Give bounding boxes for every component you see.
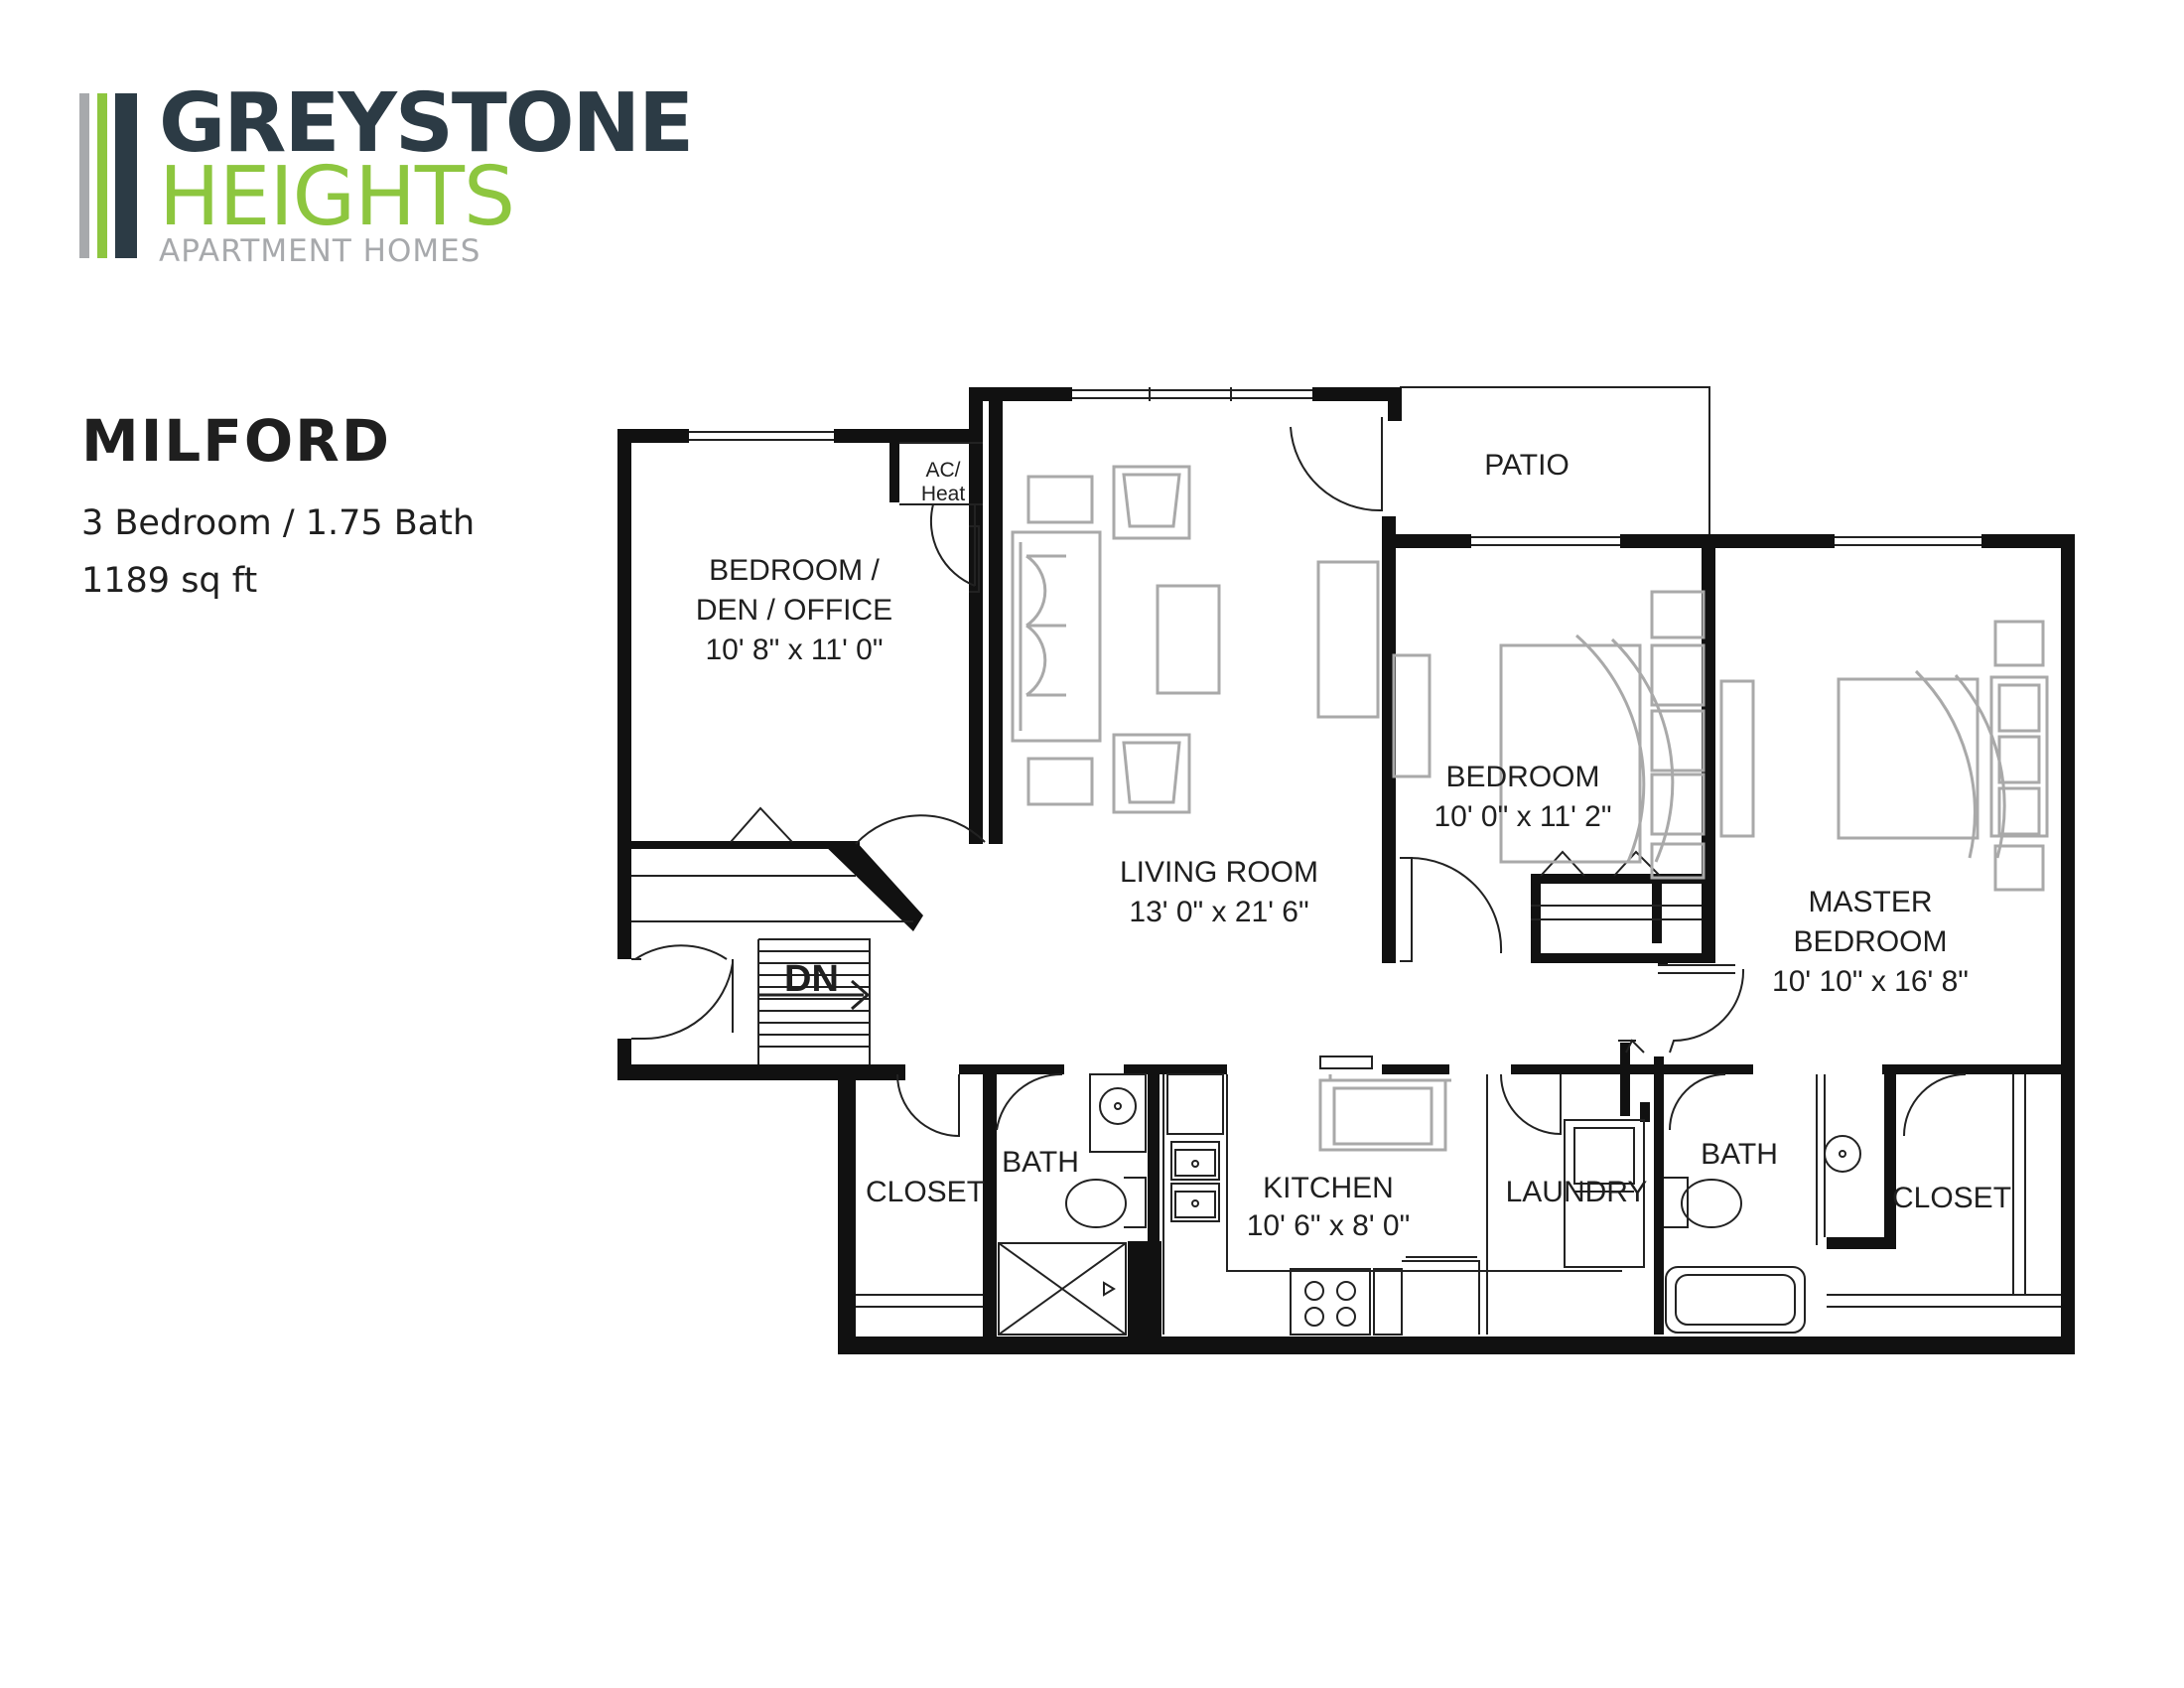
kitchen-size: 10' 6" x 8' 0"	[1247, 1209, 1411, 1242]
bath-right-label: BATH	[1701, 1138, 1778, 1171]
master-bedroom-label-line2: BEDROOM	[1793, 925, 1947, 958]
patio-label: PATIO	[1484, 449, 1570, 482]
master-bedroom-label-line1: MASTER	[1808, 886, 1932, 918]
den-label-line2: DEN / OFFICE	[696, 594, 892, 627]
stairs-down-label: DN	[784, 958, 839, 1000]
den-size: 10' 8" x 11' 0"	[706, 633, 884, 666]
logo-bar-green	[97, 93, 107, 258]
living-room-size: 13' 0" x 21' 6"	[1129, 896, 1308, 928]
living-room-label: LIVING ROOM	[1120, 856, 1318, 889]
unit-beds-baths: 3 Bedroom / 1.75 Bath	[81, 503, 476, 543]
bedroom-size: 10' 0" x 11' 2"	[1434, 800, 1612, 833]
kitchen-label: KITCHEN	[1263, 1172, 1394, 1204]
logo-bar-dark	[115, 93, 137, 258]
walls	[617, 387, 2075, 1354]
ac-heat-label-line1: AC/	[925, 459, 960, 482]
door-swings	[634, 417, 1967, 1138]
ac-heat-label-line2: Heat	[921, 483, 966, 505]
plan-details	[631, 387, 2061, 1336]
master-bedroom-size: 10' 10" x 16' 8"	[1772, 965, 1969, 998]
closet-left-label: CLOSET	[866, 1176, 985, 1208]
logo: GREYSTONE HEIGHTS APARTMENT HOMES	[159, 76, 694, 269]
logo-bar-gray	[79, 93, 89, 258]
closet-right-label: CLOSET	[1892, 1182, 2011, 1214]
furniture	[1011, 465, 2049, 1152]
bath-left-label: BATH	[1002, 1146, 1079, 1179]
den-label-line1: BEDROOM /	[709, 554, 880, 587]
laundry-label: LAUNDRY	[1506, 1176, 1648, 1208]
logo-line-greystone: GREYSTONE	[159, 76, 694, 171]
logo-line-apartment-homes: APARTMENT HOMES	[159, 233, 481, 269]
logo-line-heights: HEIGHTS	[159, 150, 515, 244]
unit-name: MILFORD	[81, 407, 391, 475]
unit-info: MILFORD 3 Bedroom / 1.75 Bath 1189 sq ft	[81, 407, 475, 610]
bedroom-label: BEDROOM	[1445, 761, 1599, 793]
unit-area: 1189 sq ft	[81, 561, 258, 601]
